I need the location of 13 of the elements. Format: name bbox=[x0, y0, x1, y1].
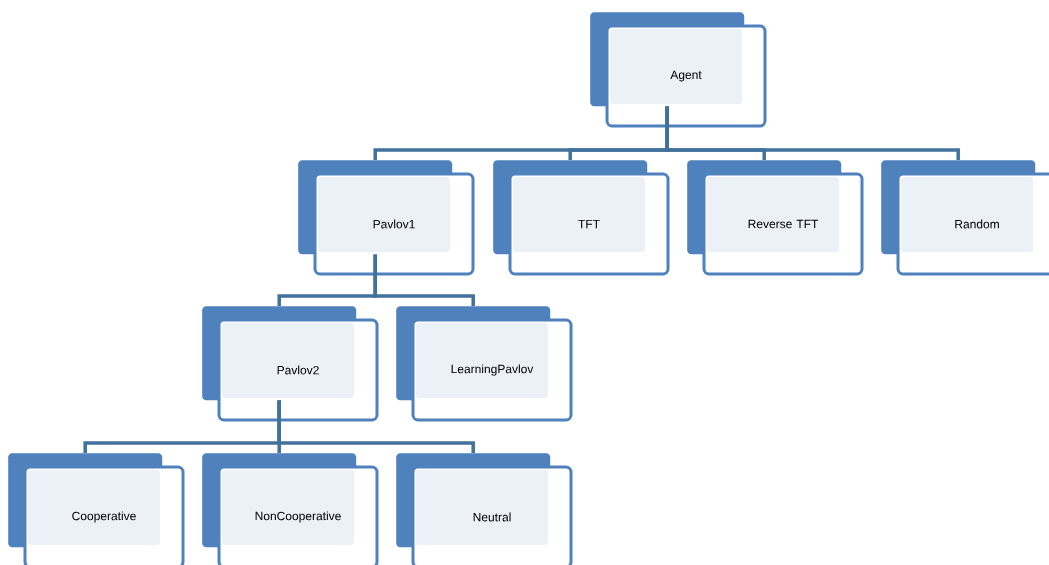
hierarchy-box: Random bbox=[881, 160, 1049, 276]
hierarchy-box: Reverse TFT bbox=[687, 160, 864, 276]
hierarchy-box: NonCooperative bbox=[202, 453, 379, 565]
hierarchy-box: Agent bbox=[590, 12, 767, 128]
connector-line bbox=[277, 400, 475, 453]
connector-line bbox=[373, 254, 475, 306]
hierarchy-box: Neutral bbox=[396, 453, 573, 565]
hierarchy-box: TFT bbox=[493, 160, 670, 276]
hierarchy-box: Pavlov1 bbox=[298, 160, 475, 276]
hierarchy-box: Pavlov2 bbox=[202, 306, 379, 422]
connector-line bbox=[665, 106, 960, 160]
hierarchy-box: LearningPavlov bbox=[396, 306, 573, 422]
hierarchy-box: Cooperative bbox=[8, 453, 185, 565]
